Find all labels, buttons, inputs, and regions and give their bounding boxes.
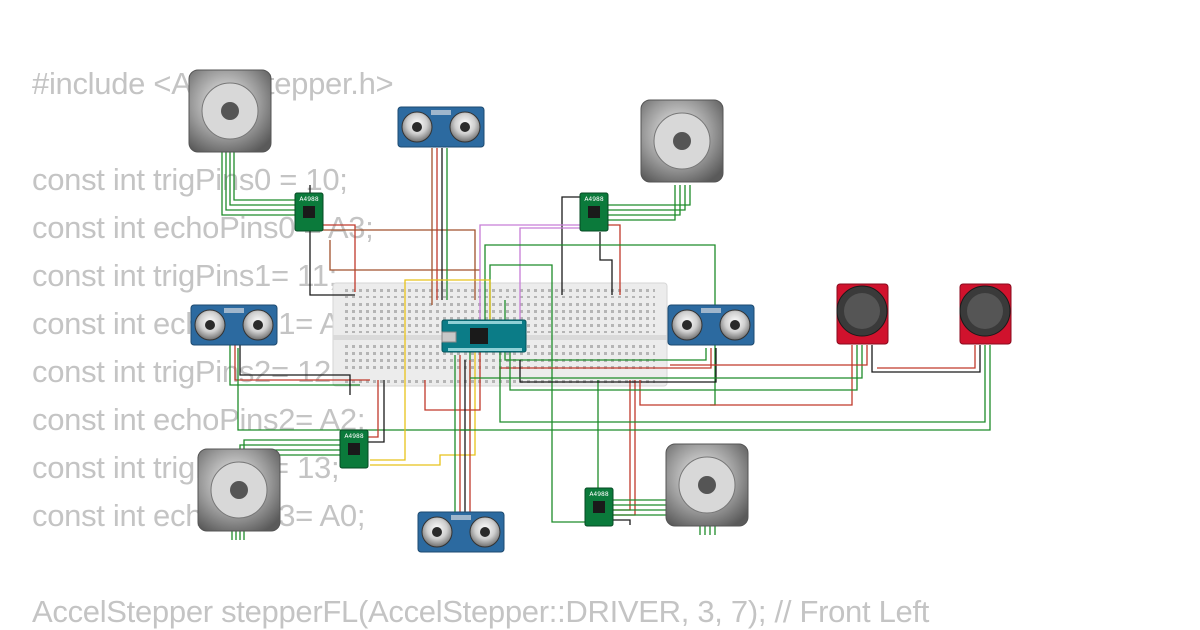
joystick-left: [836, 283, 889, 345]
code-line: const int trigPins0 = 10;: [32, 162, 348, 197]
ultrasonic-sensor-left: [190, 304, 278, 346]
driver-label: A4988: [584, 196, 604, 203]
arduino-nano: [441, 319, 527, 353]
stepper-motor-top-left: [188, 69, 272, 153]
code-line: const int echoPins2= A2;: [32, 402, 366, 437]
stepper-motor-top-right: [640, 99, 724, 183]
code-line: const int trigPins1= 11;: [32, 258, 337, 293]
joystick-right: [959, 283, 1012, 345]
driver-a4988-top-right: A4988: [579, 192, 609, 232]
driver-label: A4988: [299, 196, 319, 203]
ultrasonic-sensor-bottom: [417, 511, 505, 553]
driver-a4988-bottom-right: A4988: [584, 487, 614, 527]
driver-label: A4988: [589, 491, 609, 498]
driver-a4988-bottom-left: A4988: [339, 429, 369, 469]
stepper-motor-bottom-right: [665, 443, 749, 527]
stepper-motor-bottom-left: [197, 448, 281, 532]
code-line: const int trigPins2= 12;: [32, 354, 340, 389]
driver-label: A4988: [344, 433, 364, 440]
ultrasonic-sensor-top: [397, 106, 485, 148]
driver-a4988-top-left: A4988: [294, 192, 324, 232]
code-line: AccelStepper stepperFL(AccelStepper::DRI…: [32, 594, 930, 629]
ultrasonic-sensor-right: [667, 304, 755, 346]
